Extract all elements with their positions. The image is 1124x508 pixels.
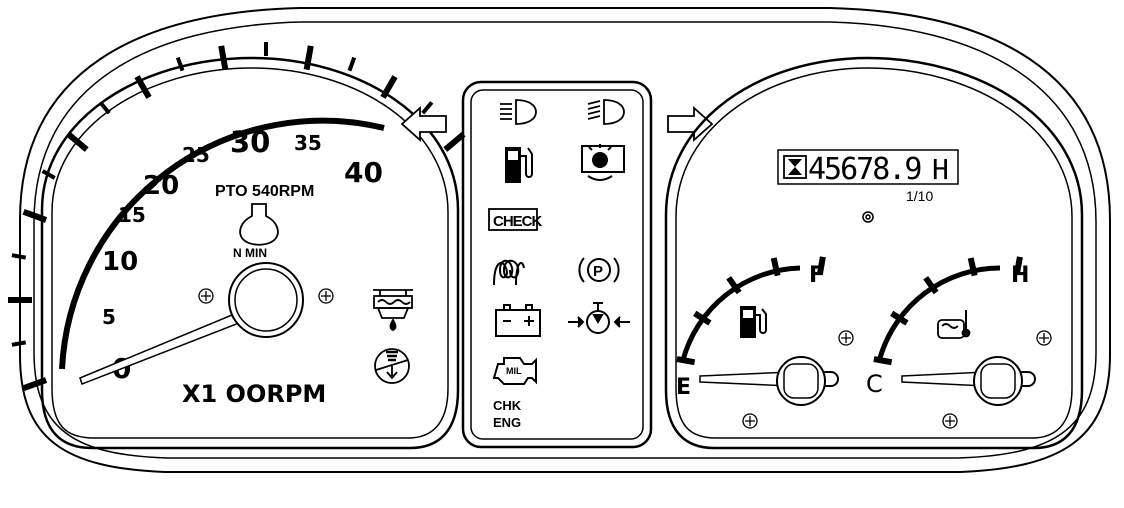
check-icon: CHECK <box>488 208 544 231</box>
tachometer-unit-label: X1 OORPM <box>182 380 326 408</box>
screw-icon <box>838 330 854 346</box>
tach-label-5: 5 <box>102 305 116 329</box>
tach-tick <box>66 131 89 152</box>
low-beam-icon <box>500 99 537 125</box>
tachometer-hub-inner <box>234 268 298 332</box>
tach-tick <box>303 45 314 71</box>
water-separator-icon <box>373 289 413 331</box>
screw-icon <box>1036 330 1052 346</box>
tachometer-ticks <box>8 42 466 392</box>
fuel-gauge-ticks <box>676 256 826 366</box>
hourmeter-display: 45678.9 H <box>777 149 959 187</box>
tach-tick <box>347 56 357 72</box>
fuel-tick <box>816 256 826 276</box>
tach-tick <box>421 101 434 115</box>
oil-pressure-icon <box>568 302 630 334</box>
right-turn-signal-icon <box>667 105 714 143</box>
tach-tick <box>98 101 111 115</box>
temp-tick <box>923 276 939 295</box>
left-turn-signal-icon <box>400 105 447 143</box>
hourglass-icon <box>783 155 807 179</box>
fuel-tick <box>770 257 781 277</box>
indicator-panel-outer <box>461 80 653 449</box>
n-min-label: N MIN <box>233 246 267 260</box>
tach-tick <box>11 253 27 260</box>
tach-label-25: 25 <box>182 143 210 167</box>
coolant-temp-icon <box>937 310 971 339</box>
low-fuel-icon <box>505 147 533 183</box>
glow-plug-icon <box>493 259 525 286</box>
screw-icon <box>318 288 334 304</box>
tach-label-40: 40 <box>344 156 383 189</box>
tachometer-scale-arc <box>59 117 385 370</box>
tach-tick <box>134 75 152 99</box>
fuel-pump-icon <box>740 306 767 338</box>
check-engine-icon: MIL <box>492 357 537 385</box>
tach-tick <box>218 45 229 71</box>
temp-hub <box>973 356 1023 406</box>
pto-label: PTO 540RPM <box>215 183 314 200</box>
screw-icon <box>942 413 958 429</box>
tachometer-hub-outer <box>228 262 304 338</box>
tach-label-15: 15 <box>118 203 146 227</box>
temp-tick <box>890 310 909 326</box>
right-panel-face <box>675 67 1073 439</box>
gauge-panel-right: 45678.9 H 1/10 E F C <box>664 56 1084 450</box>
screw-icon <box>742 413 758 429</box>
tach-label-20: 20 <box>143 171 179 201</box>
battery-icon <box>495 304 541 337</box>
tachometer: 0 5 10 15 20 25 30 35 40 PTO 540RPM N MI… <box>8 42 466 450</box>
tach-tick <box>41 169 56 180</box>
temp-tick <box>1013 256 1023 276</box>
tach-tick <box>22 377 48 392</box>
fuel-hub <box>776 356 826 406</box>
tach-label-30: 30 <box>230 125 270 159</box>
temp-hot-label: H <box>1011 263 1029 288</box>
right-panel-bezel <box>664 56 1084 450</box>
high-beam-icon <box>587 99 625 125</box>
temp-hub-cap <box>1021 371 1036 387</box>
fuel-hub-cap <box>824 371 839 387</box>
air-filter-icon <box>374 348 410 384</box>
mil-label: MIL <box>506 366 522 376</box>
chk-eng-label-line2: ENG <box>493 415 521 430</box>
hourmeter-unit: H <box>932 153 949 186</box>
temp-scale-arc <box>877 265 1001 359</box>
cluster-housing-outer <box>19 7 1111 473</box>
parking-brake-icon: P <box>578 257 620 283</box>
fuel-tick <box>726 276 742 295</box>
tach-tick <box>380 75 398 99</box>
pto-marker-icon <box>239 203 279 246</box>
tach-tick <box>22 208 48 223</box>
fuel-tick <box>693 310 712 326</box>
fuel-tick <box>676 356 696 366</box>
cluster-housing-inner <box>33 21 1097 459</box>
temp-tick <box>873 356 893 366</box>
check-label: CHECK <box>493 213 543 230</box>
temp-tick <box>967 257 978 277</box>
fuel-gauge: E F <box>676 256 839 406</box>
indicator-panel-inner <box>470 89 644 440</box>
hourmeter-value: 45678.9 <box>808 152 921 187</box>
svg-text:P: P <box>593 263 603 280</box>
hourmeter-resolution: 1/10 <box>906 188 933 204</box>
temp-gauge-ticks <box>873 256 1023 366</box>
indicator-panel: CHECK P MIL CHK ENG <box>461 80 653 449</box>
tach-label-35: 35 <box>294 131 322 155</box>
temp-cold-label: C <box>866 370 883 398</box>
tach-tick <box>443 131 466 152</box>
screw-icon <box>198 288 214 304</box>
tach-tick <box>175 56 185 72</box>
brake-warning-icon <box>581 144 625 181</box>
temperature-gauge: C H <box>866 256 1036 406</box>
indicator-light-icon <box>862 211 874 223</box>
tach-label-10: 10 <box>102 247 138 277</box>
fuel-empty-label: E <box>676 375 691 400</box>
chk-eng-label-line1: CHK <box>493 398 522 413</box>
fuel-full-label: F <box>809 263 824 288</box>
tach-tick <box>11 340 27 347</box>
